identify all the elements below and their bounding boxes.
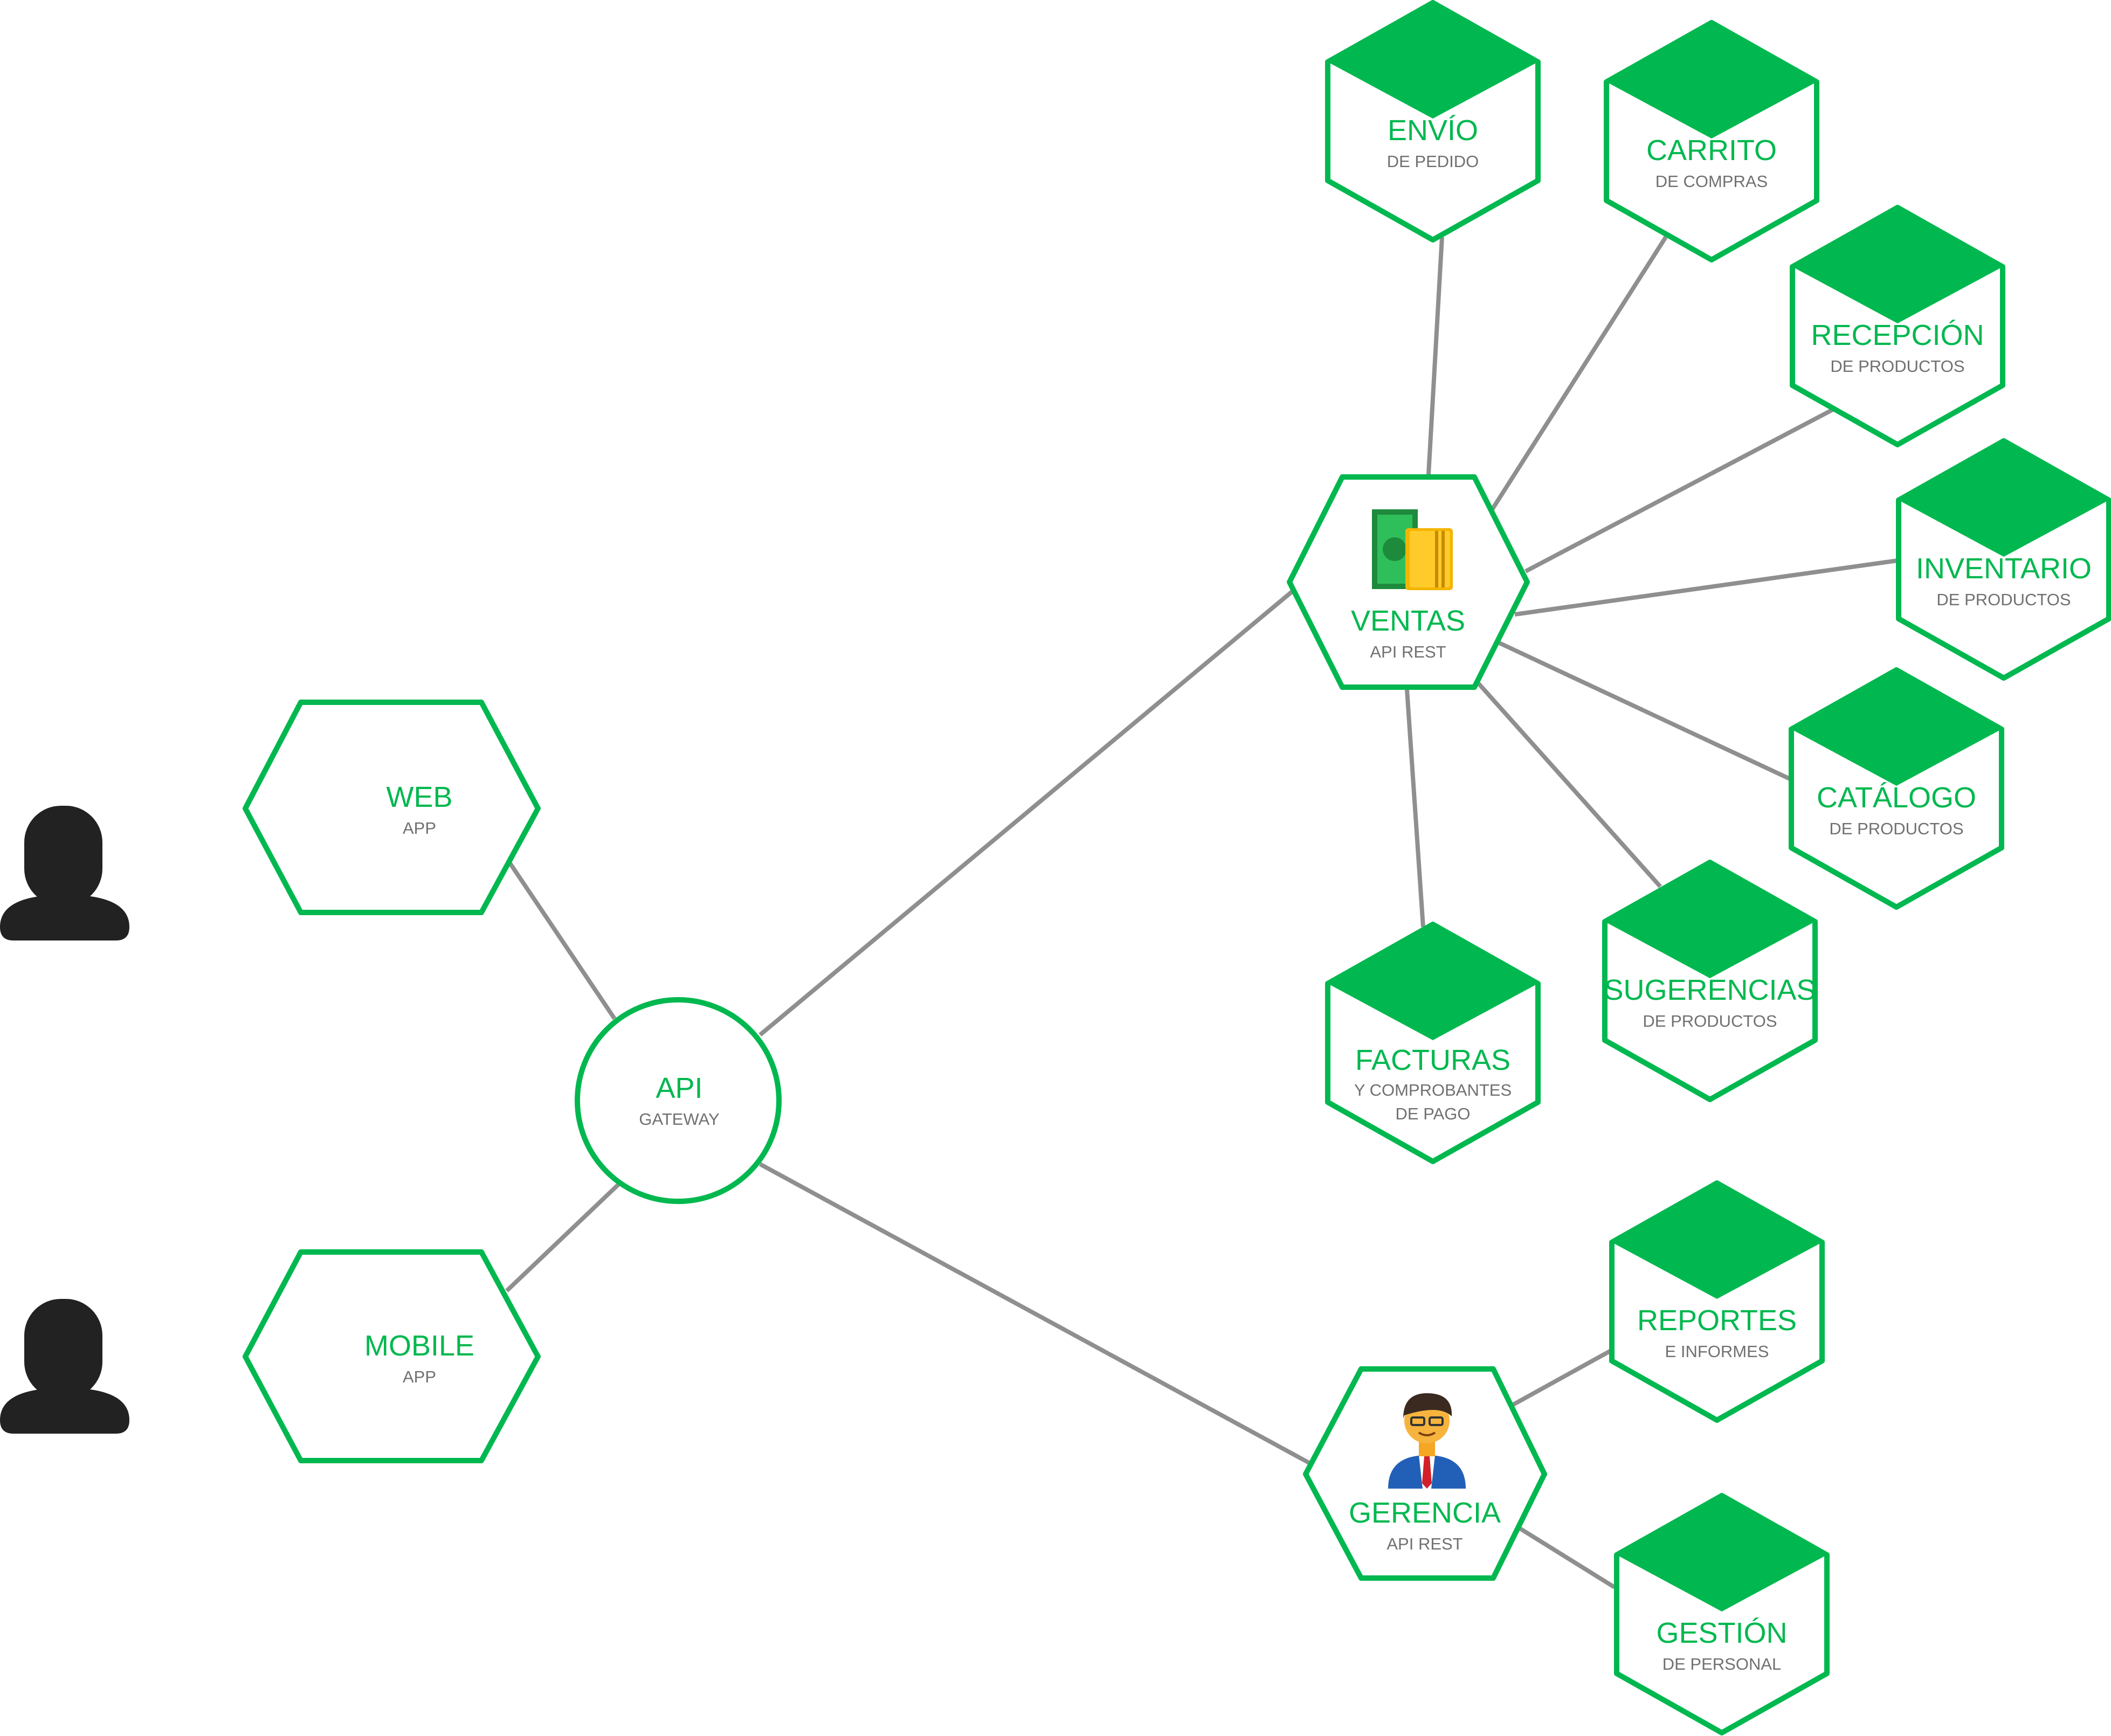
- user-icon: [0, 1299, 129, 1434]
- api-gateway-node[interactable]: API GATEWAY: [575, 997, 782, 1204]
- facturas-title: FACTURAS: [1355, 1044, 1510, 1076]
- edge-ventas-recepcion: [1524, 407, 1834, 573]
- ventas-node[interactable]: VENTAS API REST: [1287, 474, 1530, 690]
- web-app-subtitle: APP: [403, 819, 436, 838]
- ventas-subtitle: API REST: [1370, 642, 1446, 661]
- sugerencias-title: SUGERENCIAS: [1604, 974, 1816, 1006]
- ventas-title: VENTAS: [1351, 605, 1465, 637]
- api-gateway-title: API: [656, 1072, 702, 1104]
- edge-ventas-sugerencias: [1475, 680, 1662, 888]
- inventario-node[interactable]: INVENTARIO DE PRODUCTOS: [1896, 438, 2111, 681]
- edge-ventas-inventario: [1514, 558, 1898, 617]
- envio-title: ENVÍO: [1388, 114, 1478, 147]
- edge-ventas-facturas: [1405, 689, 1425, 928]
- carrito-subtitle: DE COMPRAS: [1655, 172, 1768, 191]
- mobile-app-subtitle: APP: [403, 1367, 436, 1386]
- gestion-subtitle: DE PERSONAL: [1662, 1655, 1782, 1673]
- envio-node[interactable]: ENVÍO DE PEDIDO: [1325, 0, 1541, 243]
- catalogo-title: CATÁLOGO: [1817, 781, 1976, 814]
- manager-icon: [1388, 1393, 1466, 1489]
- catalogo-subtitle: DE PRODUCTOS: [1829, 819, 1963, 838]
- recepcion-subtitle: DE PRODUCTOS: [1830, 357, 1964, 376]
- carrito-node[interactable]: CARRITO DE COMPRAS: [1604, 20, 1819, 262]
- sugerencias-subtitle: DE PRODUCTOS: [1643, 1012, 1777, 1030]
- edge-gerencia-gestion: [1513, 1523, 1616, 1589]
- facturas-subtitle-line2: DE PAGO: [1396, 1104, 1471, 1123]
- edge-gateway-gerencia: [759, 1162, 1311, 1465]
- recepcion-node[interactable]: RECEPCIÓN DE PRODUCTOS: [1790, 205, 2005, 447]
- web-app-node[interactable]: WEB APP: [243, 700, 541, 915]
- reportes-title: REPORTES: [1637, 1304, 1797, 1337]
- user-icon: [0, 806, 129, 940]
- facturas-node[interactable]: FACTURAS Y COMPROBANTES DE PAGO: [1325, 922, 1541, 1164]
- edge-ventas-envio: [1426, 237, 1444, 475]
- web-app-title: WEB: [386, 781, 452, 813]
- inventario-subtitle: DE PRODUCTOS: [1936, 590, 2071, 609]
- mobile-app-title: MOBILE: [364, 1330, 474, 1362]
- connections: [505, 236, 1898, 1589]
- envio-subtitle: DE PEDIDO: [1387, 152, 1479, 171]
- recepcion-title: RECEPCIÓN: [1811, 319, 1984, 351]
- money-card-icon: [1372, 509, 1453, 590]
- sugerencias-node[interactable]: SUGERENCIAS DE PRODUCTOS: [1602, 860, 1818, 1102]
- reportes-subtitle: E INFORMES: [1665, 1342, 1769, 1361]
- gestion-node[interactable]: GESTIÓN DE PERSONAL: [1614, 1493, 1830, 1735]
- edge-mobile-gateway: [505, 1181, 622, 1292]
- gerencia-title: GERENCIA: [1349, 1497, 1501, 1529]
- reportes-node[interactable]: REPORTES E INFORMES: [1609, 1180, 1825, 1423]
- gestion-title: GESTIÓN: [1656, 1617, 1787, 1649]
- inventario-title: INVENTARIO: [1916, 552, 2092, 585]
- gerencia-subtitle: API REST: [1386, 1534, 1462, 1553]
- mobile-app-node[interactable]: MOBILE APP: [243, 1249, 541, 1463]
- edge-web-gateway: [507, 861, 617, 1020]
- edge-gerencia-reportes: [1508, 1348, 1613, 1409]
- edge-ventas-catalogo: [1495, 639, 1791, 781]
- edge-gateway-ventas: [758, 588, 1295, 1037]
- carrito-title: CARRITO: [1646, 134, 1777, 167]
- gerencia-node[interactable]: GERENCIA API REST: [1303, 1366, 1547, 1581]
- facturas-subtitle-line1: Y COMPROBANTES: [1354, 1081, 1512, 1099]
- catalogo-node[interactable]: CATÁLOGO DE PRODUCTOS: [1789, 667, 2004, 910]
- edge-ventas-carrito: [1488, 236, 1668, 514]
- api-gateway-subtitle: GATEWAY: [639, 1110, 719, 1129]
